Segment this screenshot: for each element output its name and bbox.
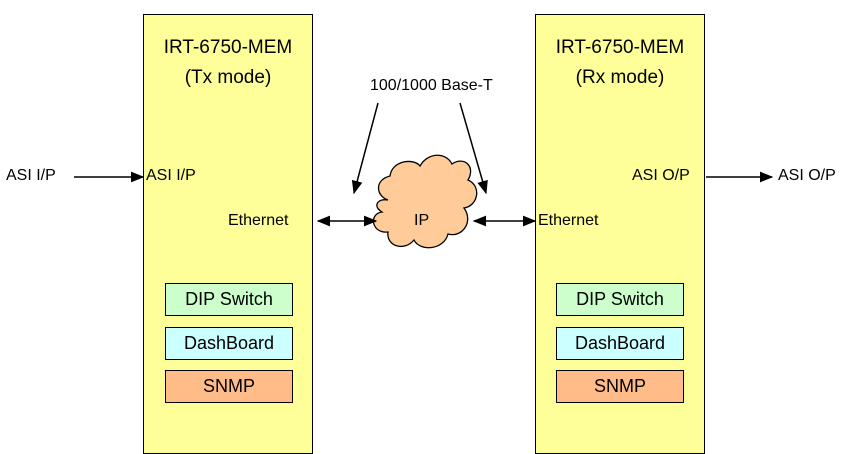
tx-snmp-box: SNMP	[165, 370, 293, 403]
rx-device-mode: (Rx mode)	[575, 67, 665, 88]
rx-ethernet-port: Ethernet	[538, 212, 599, 229]
tx-device-title: IRT-6750-MEM (Tx mode)	[144, 33, 312, 93]
rx-device-title: IRT-6750-MEM (Rx mode)	[536, 33, 704, 93]
network-type-label: 100/1000 Base-T	[370, 77, 493, 94]
rx-asi-output-port: ASI O/P	[632, 167, 690, 184]
tx-asi-input-port: ASI I/P	[146, 167, 196, 184]
ip-cloud	[372, 154, 478, 249]
rx-snmp-box: SNMP	[556, 370, 684, 403]
tx-device-model: IRT-6750-MEM	[163, 37, 293, 58]
base-t-pointer-right	[459, 102, 488, 195]
rx-device-model: IRT-6750-MEM	[555, 37, 685, 58]
external-asi-input-label: ASI I/P	[6, 167, 56, 184]
ip-cloud-label: IP	[414, 212, 430, 229]
rx-dashboard-box: DashBoard	[556, 327, 684, 360]
connector-layer	[74, 102, 774, 249]
tx-ethernet-port: Ethernet	[228, 212, 289, 229]
external-asi-output-label: ASI O/P	[778, 167, 836, 184]
tx-dashboard-box: DashBoard	[165, 327, 293, 360]
base-t-pointer-left	[351, 102, 379, 195]
tx-device-mode: (Tx mode)	[184, 67, 272, 88]
tx-dip-switch-box: DIP Switch	[165, 283, 293, 316]
rx-dip-switch-box: DIP Switch	[556, 283, 684, 316]
